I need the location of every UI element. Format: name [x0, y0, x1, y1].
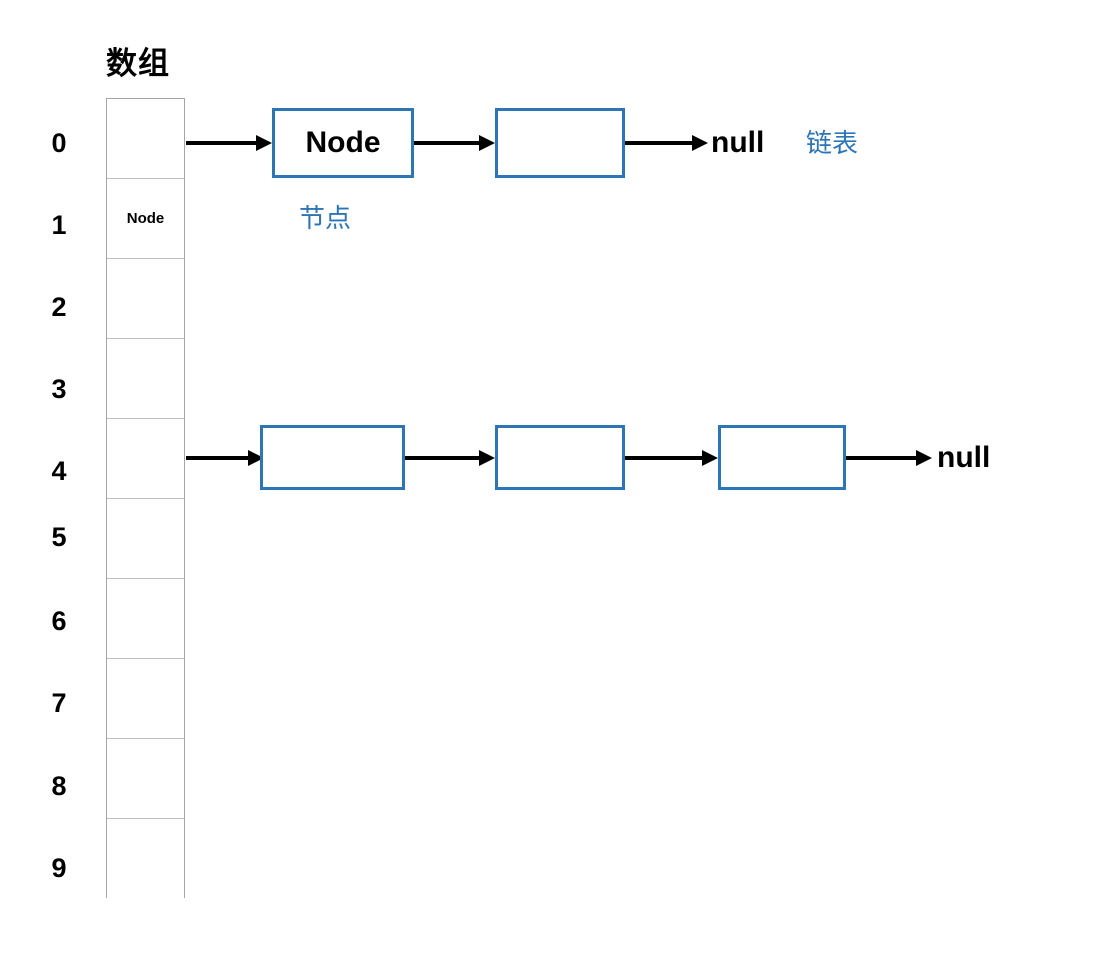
array-index-8: 8 [51, 771, 67, 801]
arrow-chain2-node2-to-node3 [625, 450, 718, 466]
array-index-5: 5 [51, 522, 67, 552]
array-cell-4[interactable] [107, 419, 184, 499]
chain1-node-1-label: Node [305, 126, 381, 159]
array-cell-0[interactable] [107, 99, 184, 179]
array-index-6: 6 [51, 606, 67, 636]
arrow-chain2-node3-to-null [846, 450, 932, 466]
array-index-0: 0 [51, 128, 67, 158]
chain2-null-label: null [937, 441, 991, 474]
array-cell-5[interactable] [107, 499, 184, 579]
arrow-array0-to-node1 [186, 135, 272, 151]
arrow-chain2-node1-to-node2 [405, 450, 495, 466]
chain1-node-2[interactable] [495, 108, 625, 178]
chain2-node-3[interactable] [718, 425, 846, 490]
array-cell-8[interactable] [107, 739, 184, 819]
array-cell-3[interactable] [107, 339, 184, 419]
chain1-null-label: null [711, 126, 765, 159]
page-title: 数组 [106, 46, 170, 81]
array-cell-2[interactable] [107, 259, 184, 339]
node-annotation: 节点 [299, 203, 352, 233]
arrow-chain1-node1-to-node2 [414, 135, 495, 151]
array-index-1: 1 [51, 210, 67, 240]
array-cell-7[interactable] [107, 659, 184, 739]
chain1-node-1[interactable]: Node [272, 108, 414, 178]
array-cell-value: Node [126, 210, 165, 227]
chain2-node-2[interactable] [495, 425, 625, 490]
array-index-3: 3 [51, 374, 67, 404]
array-cell-6[interactable] [107, 579, 184, 659]
linked-list-annotation: 链表 [806, 128, 859, 158]
arrow-chain1-node2-to-null [625, 135, 708, 151]
array-index-9: 9 [51, 853, 67, 883]
array-cell-1[interactable]: Node [107, 179, 184, 259]
array-index-4: 4 [51, 456, 67, 486]
array-table: Node [106, 98, 185, 899]
array-index-2: 2 [51, 292, 67, 322]
chain2-node-1[interactable] [260, 425, 405, 490]
array-cell-9[interactable] [107, 819, 184, 899]
array-index-7: 7 [51, 688, 67, 718]
arrow-array4-to-node1 [186, 450, 264, 466]
